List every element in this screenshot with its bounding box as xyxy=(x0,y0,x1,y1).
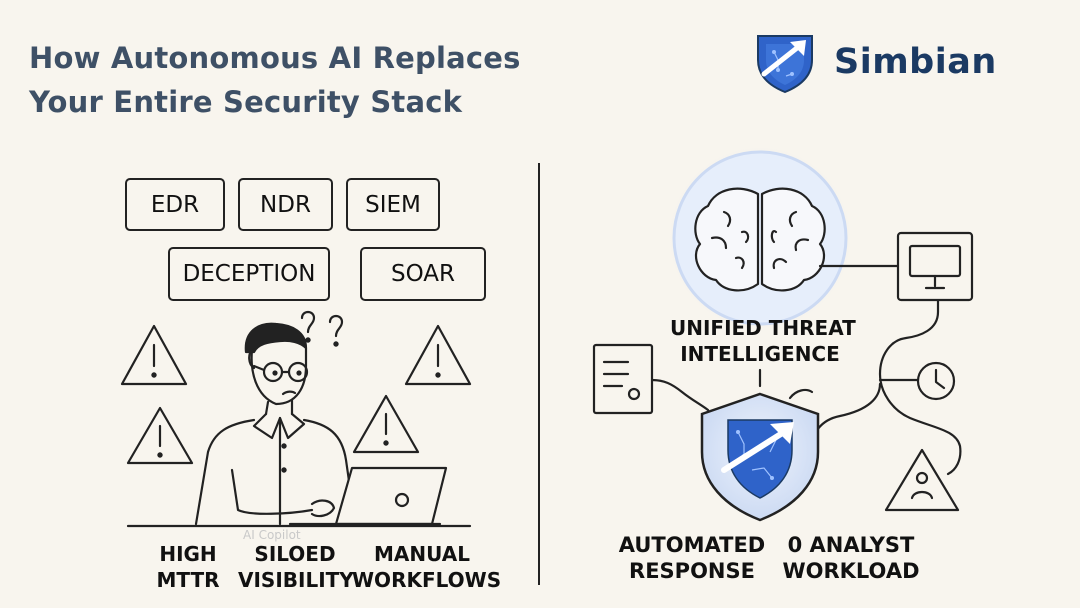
problem-label-line1: SILOED xyxy=(254,542,336,566)
title-line-1: How Autonomous AI Replaces xyxy=(29,41,521,75)
warning-icon xyxy=(126,406,194,465)
unified-threat-intelligence-label: UNIFIED THREAT INTELLIGENCE xyxy=(670,315,856,367)
shield-icon xyxy=(700,392,820,522)
problem-siloed-visibility: SILOED VISIBILITY xyxy=(238,541,354,593)
monitor-icon xyxy=(896,231,974,302)
problem-label-line1: HIGH xyxy=(159,542,217,566)
problem-label-line1: MANUAL xyxy=(374,542,470,566)
brain-icon xyxy=(694,187,826,292)
page-title: How Autonomous AI Replaces Your Entire S… xyxy=(29,36,521,124)
problem-manual-workflows: MANUAL WORKFLOWS xyxy=(352,541,502,593)
brand-logo[interactable]: Simbian xyxy=(752,30,1022,96)
outcome-zero-analyst-workload: 0 ANALYST WORKLOAD xyxy=(776,532,926,584)
tool-box-siem: SIEM xyxy=(346,178,440,231)
tool-box-deception: DECEPTION xyxy=(168,247,330,301)
question-marks xyxy=(300,310,344,347)
laptop-watermark: AI Copilot xyxy=(243,528,301,542)
outcome-label-line2: RESPONSE xyxy=(629,559,755,583)
tool-box-ndr: NDR xyxy=(238,178,333,231)
warning-icon xyxy=(404,324,472,386)
document-icon xyxy=(592,343,654,415)
clock-icon xyxy=(916,361,956,401)
warning-icon xyxy=(352,394,420,454)
person-illustration xyxy=(194,322,352,526)
title-line-2: Your Entire Security Stack xyxy=(29,85,463,119)
problem-label-line2: VISIBILITY xyxy=(238,568,354,592)
outcome-label-line1: 0 ANALYST xyxy=(787,533,915,557)
brain-label-line2: INTELLIGENCE xyxy=(680,342,840,366)
simbian-logo-icon xyxy=(757,35,813,94)
tool-box-soar: SOAR xyxy=(360,247,486,301)
tool-box-edr: EDR xyxy=(125,178,225,231)
warning-icon xyxy=(120,324,188,386)
problem-high-mttr: HIGH MTTR xyxy=(148,541,228,593)
problem-label-line2: WORKFLOWS xyxy=(352,568,502,592)
panel-divider xyxy=(538,163,540,585)
problem-label-line2: MTTR xyxy=(156,568,220,592)
laptop-icon xyxy=(288,466,448,526)
overwhelmed-analyst-illustration xyxy=(120,310,472,528)
brand-name: Simbian xyxy=(834,42,997,82)
outcome-label-line1: AUTOMATED xyxy=(618,533,766,557)
warning-icon xyxy=(884,448,960,512)
outcome-label-line2: WORKLOAD xyxy=(782,559,920,583)
brain-label-line1: UNIFIED THREAT xyxy=(670,316,856,340)
outcome-automated-response: AUTOMATED RESPONSE xyxy=(612,532,772,584)
